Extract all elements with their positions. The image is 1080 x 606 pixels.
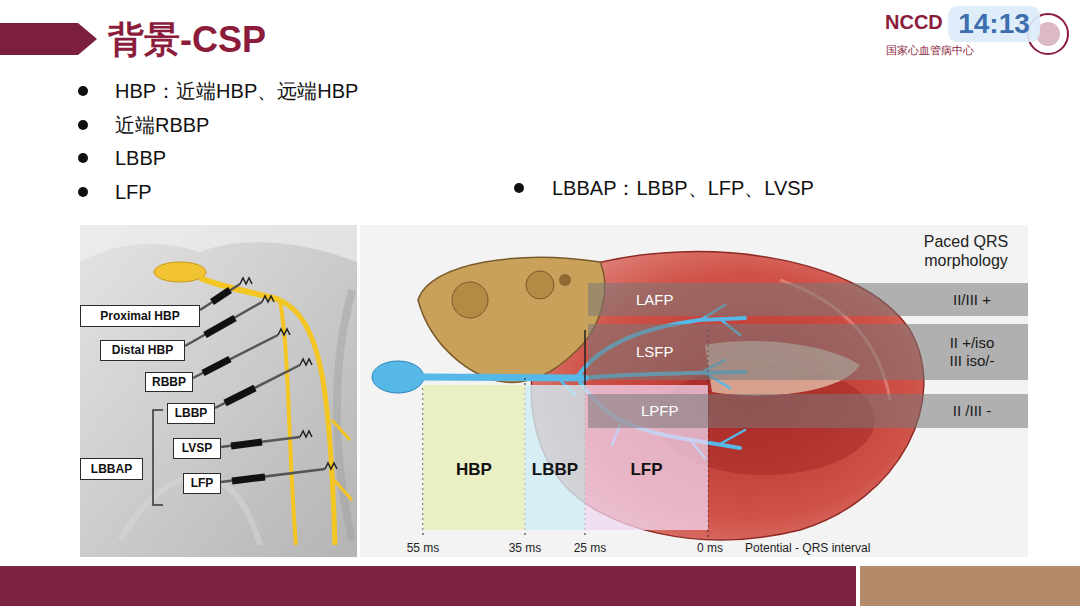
time-tick: 25 ms: [574, 541, 607, 555]
bullet-text: 近端RBBP: [115, 113, 209, 137]
footer-bar: [0, 566, 856, 606]
pacing-leads-part: [300, 359, 312, 365]
blue-conduction-part: [372, 361, 424, 393]
fascicle-label: LPFP: [641, 402, 679, 420]
bullet-dots: [78, 86, 524, 197]
interval-lines-part: [584, 330, 586, 388]
lead-position-box: Distal HBP: [100, 340, 185, 361]
pacing-leads-part: [232, 477, 265, 481]
heart-illustration-part: [418, 258, 605, 383]
lead-position-box: LBBP: [167, 403, 215, 424]
pacing-leads-part: [262, 296, 274, 302]
bullet-text: HBP：近端HBP、远端HBP: [115, 79, 358, 103]
fascicle-label: LAFP: [636, 291, 674, 309]
pacing-leads-part: [221, 469, 325, 482]
pacing-leads-part: [225, 388, 255, 403]
pacing-leads-part: [231, 442, 262, 446]
pacing-leads-part: [221, 437, 300, 447]
node-text: LFP: [630, 460, 662, 480]
pacing-leads-part: [205, 318, 235, 335]
pacing-leads-part: [203, 359, 230, 373]
node-text: Proximal HBP: [100, 309, 179, 323]
node-text: II/III +: [916, 291, 1028, 309]
heart-illustration-part: [452, 282, 488, 318]
node-text: II +/iso III iso/-: [945, 334, 999, 370]
bullet-dots-part: [514, 183, 524, 193]
slide-title: 背景-CSP: [108, 18, 266, 61]
heart-illustration-part: [559, 274, 571, 286]
pacing-leads-part: [193, 335, 278, 378]
bullet-dots-part: [78, 153, 88, 163]
heart-shading: [80, 225, 357, 545]
blue-conduction-part: [720, 430, 745, 444]
conduction-system-part: [334, 480, 352, 500]
bullet-dots-part: [78, 86, 88, 96]
node-text: HBP: [456, 460, 492, 480]
footer-bar-accent: [860, 566, 1080, 606]
pacing-leads-part: [325, 463, 337, 469]
node-text: LBBAP: [91, 462, 132, 476]
pacing-leads-part: [212, 290, 230, 302]
node-text: Distal HBP: [112, 343, 173, 357]
bullet-text: LBBAP：LBBP、LFP、LVSP: [552, 176, 814, 200]
conduction-system-part: [154, 262, 206, 282]
title-arrow: [0, 23, 97, 55]
time-stamp: 14:13: [958, 7, 1030, 41]
bullet-dots-part: [78, 120, 88, 130]
pacing-leads-part: [200, 284, 240, 310]
node-text: LBBP: [532, 460, 578, 480]
node-text: LBBP: [175, 406, 208, 420]
group-box: LBBAP: [80, 458, 143, 480]
lead-position-box: LFP: [183, 473, 221, 494]
time-tick: 55 ms: [407, 541, 440, 555]
conduction-system-part: [280, 300, 296, 545]
fascicle-label: LSFP: [636, 343, 674, 361]
interval-band: LBBP: [525, 385, 585, 530]
pacing-leads-part: [300, 431, 312, 437]
lead-position-box: RBBP: [145, 372, 193, 392]
node-text: LFP: [191, 476, 214, 490]
conduction-system-part: [332, 420, 350, 440]
interval-band: HBP: [423, 385, 525, 530]
time-tick: 0 ms: [697, 541, 723, 555]
logo-text: NCCD: [885, 10, 943, 34]
conduction-system-part: [200, 278, 280, 300]
heart-shading-part: [337, 290, 352, 540]
pacing-leads-part: [240, 278, 252, 284]
node-text: II /III -: [916, 402, 1028, 420]
node-text: LVSP: [182, 441, 212, 455]
heart-shading-part: [80, 225, 357, 262]
bullet-dots-part: [78, 187, 88, 197]
lead-position-box: LVSP: [173, 438, 221, 459]
logo-part: [948, 6, 1040, 42]
bullet-text: LBBP: [115, 146, 166, 170]
node-text: RBBP: [152, 375, 186, 389]
lead-position-box: Proximal HBP: [80, 305, 200, 327]
right-panel: [360, 225, 1028, 557]
pacing-leads-part: [215, 365, 300, 408]
left-panel: [80, 225, 357, 557]
column-header: Paced QRS morphology: [910, 232, 1022, 270]
bullet-text: LFP: [115, 180, 152, 204]
lbbap-bracket: [153, 410, 163, 505]
pacing-leads-part: [278, 329, 290, 335]
axis-label: Potential - QRS interval: [745, 541, 870, 555]
conduction-system-part: [280, 300, 335, 545]
blue-conduction-part: [420, 377, 585, 378]
heart-illustration-part: [526, 271, 554, 299]
logo-subtitle: 国家心血管病中心: [886, 44, 974, 57]
time-tick: 35 ms: [509, 541, 542, 555]
